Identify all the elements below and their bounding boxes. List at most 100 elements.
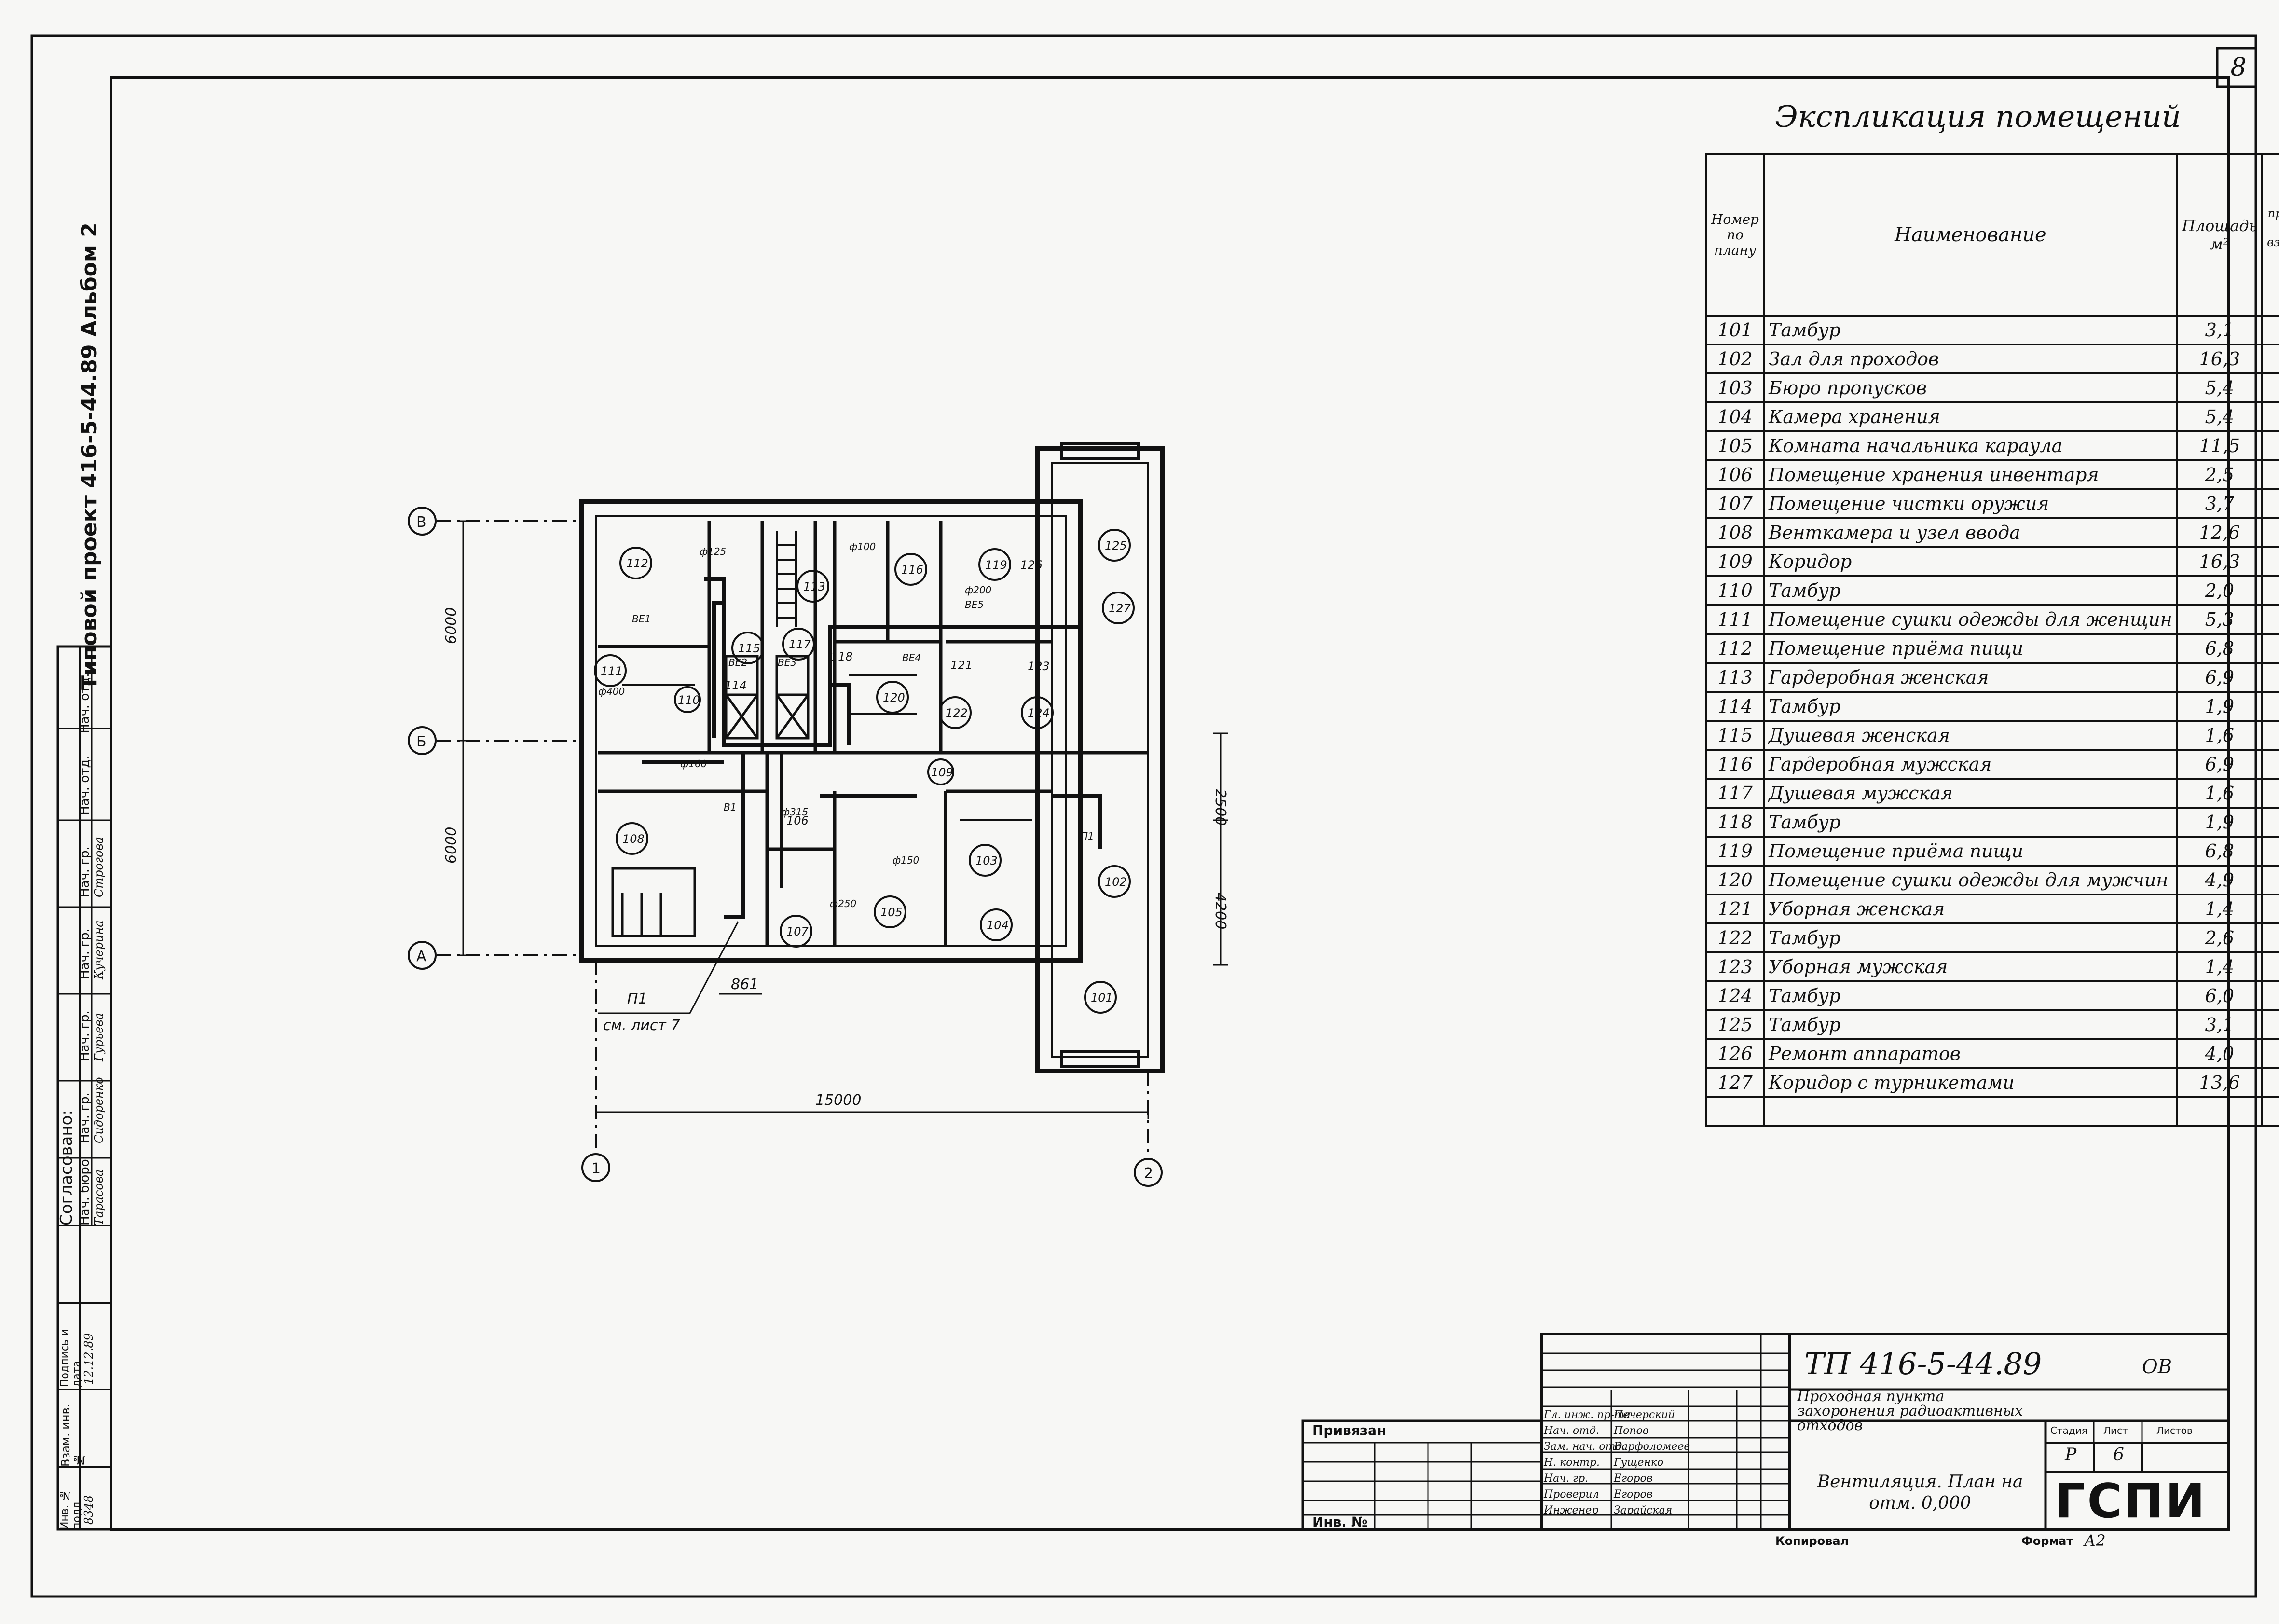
room-number: 108 [622, 832, 645, 846]
side-project-stamp: Типовой проект 416-5-44.89 Альбом 2 [77, 222, 102, 690]
empty-cell [1705, 1096, 1765, 1127]
row-number: 108 [1705, 517, 1765, 548]
row-area: 6,9 [2176, 662, 2264, 693]
staff-name: Печерский [1614, 1409, 1675, 1421]
row-number: 110 [1705, 575, 1765, 606]
format-label: Формат [2021, 1534, 2073, 1548]
room-number: 120 [883, 691, 905, 704]
row-name: Помещение чистки оружия [1762, 488, 2178, 519]
room-number: 123 [1028, 660, 1050, 673]
room-number: 122 [946, 706, 968, 720]
row-area: 4,9 [2176, 865, 2264, 895]
staff-name: Зарайская [1614, 1504, 1673, 1516]
row-name: Помещение приёма пищи [1762, 633, 2178, 664]
format-value: А2 [2084, 1531, 2106, 1550]
staff-role: Н. контр. [1544, 1457, 1600, 1469]
row-name: Тамбур [1762, 315, 2178, 345]
row-name: Тамбур [1762, 922, 2178, 953]
row-number: 116 [1705, 749, 1765, 780]
agreed-name-4: Строгова [92, 837, 106, 897]
room-number: 116 [901, 563, 923, 577]
row-category: — [2261, 1009, 2279, 1040]
row-area: 1,6 [2176, 720, 2264, 751]
room-number: 104 [987, 919, 1009, 932]
row-area: 16,3 [2176, 546, 2264, 577]
sheet-label: Лист [2103, 1425, 2128, 1436]
row-category: — [2261, 691, 2279, 722]
row-area: 1,9 [2176, 691, 2264, 722]
sign-date-label: Подпись и дата [59, 1329, 83, 1387]
header-number: Номер по плану [1705, 153, 1765, 317]
room-number: 105 [880, 906, 903, 919]
staff-role: Нач. отд. [1544, 1425, 1600, 1437]
row-name: Зал для проходов [1762, 344, 2178, 374]
row-category: Д [2261, 1038, 2279, 1069]
row-name: Гардеробная мужская [1762, 749, 2178, 780]
row-name: Ремонт аппаратов [1762, 1038, 2178, 1069]
agreed-role-3: Нач. гр. [78, 928, 92, 979]
row-name: Тамбур [1762, 807, 2178, 838]
dim-6000-top: 6000 [443, 607, 460, 644]
row-category: — [2261, 430, 2279, 461]
duct-label: П1 [1081, 830, 1094, 842]
row-area: 1,6 [2176, 778, 2264, 809]
room-number: 106 [786, 814, 809, 827]
note-p1: П1 [627, 991, 647, 1007]
row-number: 124 [1705, 980, 1765, 1011]
row-area: 1,4 [2176, 894, 2264, 924]
staff-name: Гущенко [1614, 1457, 1664, 1469]
agreed-role-1: Нач. гр. [78, 1092, 92, 1143]
duct-label: ВЕ4 [902, 652, 921, 663]
room-number: 127 [1109, 602, 1131, 615]
room-number: 125 [1105, 539, 1127, 552]
room-number: 112 [626, 557, 648, 570]
row-area: 5,4 [2176, 372, 2264, 403]
agreed-label: Согласовано: [57, 1110, 76, 1225]
row-category: — [2261, 662, 2279, 693]
row-category: — [2261, 894, 2279, 924]
axis-label-b: Б [416, 733, 426, 750]
row-category: — [2261, 344, 2279, 374]
agreed-name-0: Тарасова [92, 1169, 106, 1225]
room-number: 102 [1105, 875, 1127, 889]
row-category: — [2261, 315, 2279, 345]
row-category: — [2261, 836, 2279, 867]
bound-label: Привязан [1312, 1422, 1387, 1438]
row-area: 1,4 [2176, 951, 2264, 982]
organization-logo: ГСПИ [2055, 1474, 2207, 1529]
row-number: 119 [1705, 836, 1765, 867]
copied-label: Копировал [1775, 1534, 1849, 1548]
row-name: Помещение хранения инвентаря [1762, 459, 2178, 490]
row-number: 106 [1705, 459, 1765, 490]
row-category: — [2261, 633, 2279, 664]
axis-label-2: 2 [1144, 1165, 1153, 1182]
staff-role: Проверил [1544, 1488, 1599, 1500]
row-name: Коридор с турникетами [1762, 1067, 2178, 1098]
row-area: 3,1 [2176, 1009, 2264, 1040]
staff-name: Егоров [1614, 1488, 1653, 1500]
row-number: 118 [1705, 807, 1765, 838]
room-number: 117 [789, 638, 811, 651]
row-name: Помещение приёма пищи [1762, 836, 2178, 867]
sign-date-value: 12.12.89 [82, 1333, 96, 1385]
inv-original-value: 8348 [82, 1495, 96, 1525]
agreed-name-2: Гурьева [92, 1013, 106, 1061]
empty-cell [1762, 1096, 2178, 1127]
staff-role: Гл. инж. пр-та [1544, 1409, 1631, 1421]
row-number: 107 [1705, 488, 1765, 519]
project-name: Проходная пункта захоронения радиоактивн… [1797, 1388, 2023, 1434]
room-number: 101 [1091, 991, 1113, 1005]
duct-label: В1 [724, 801, 736, 813]
row-name: Помещение сушки одежды для мужчин [1762, 865, 2178, 895]
